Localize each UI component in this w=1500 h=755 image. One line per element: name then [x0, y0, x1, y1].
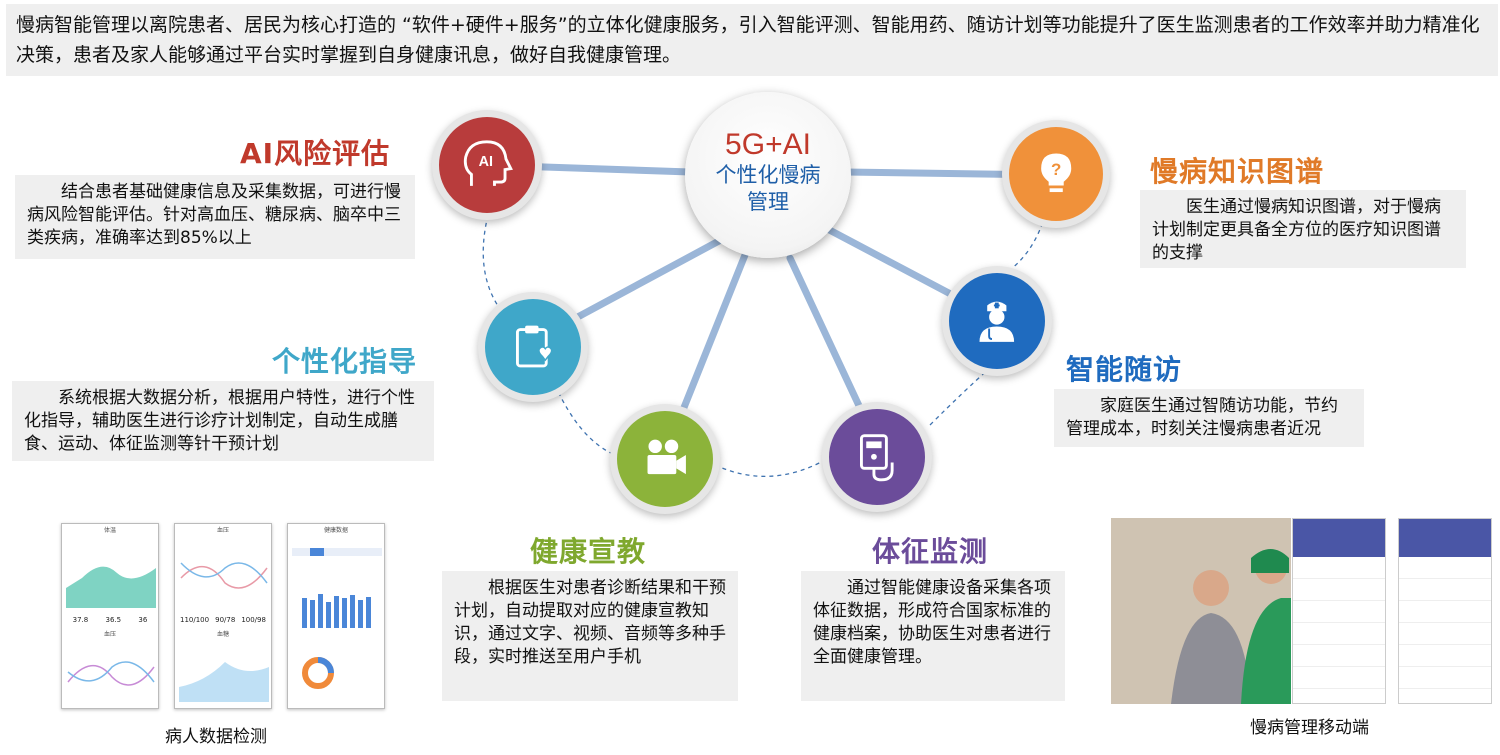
glucose-area-chart	[179, 662, 269, 702]
screen1-val-3: 36	[138, 616, 148, 624]
followup-desc: 家庭医生通过智随访功能，节约管理成本，时刻关注慢病患者近况	[1054, 389, 1364, 447]
guidance-title: 个性化指导	[272, 345, 418, 378]
temperature-area-chart	[66, 566, 156, 608]
monitor-node	[822, 402, 932, 512]
medical-device-icon	[860, 434, 894, 482]
doctor-icon	[979, 301, 1015, 343]
center-hub: 5G+AI 个性化慢病 管理	[685, 92, 851, 258]
ai-icon-text: AI	[479, 154, 493, 170]
screen1-title: 体温	[103, 527, 116, 534]
photo-illustration	[1111, 518, 1291, 704]
ai-risk-title: AI风险评估	[240, 137, 391, 170]
patient-data-screen-1: 体温 37.8 36.5 36 血压	[61, 523, 159, 709]
guidance-node	[478, 292, 588, 402]
svg-text:?: ?	[1051, 160, 1061, 179]
screen1-val-1: 37.8	[72, 616, 89, 624]
lightbulb-question-icon: ?	[1040, 153, 1072, 192]
screen3-title: 健康数据	[323, 527, 348, 534]
screen2-val-2: 90/78	[215, 616, 236, 624]
head-ai-icon: AI	[464, 140, 514, 187]
mobile-caption: 慢病管理移动端	[1250, 718, 1369, 738]
education-desc: 根据医生对患者诊断结果和干预计划，自动提取对应的健康宣教知识，通过文字、视频、音…	[442, 571, 738, 701]
patient-data-screen-3: 健康数据	[287, 523, 385, 709]
screen1-val-2: 36.5	[105, 616, 122, 624]
screen1-title2: 血压	[103, 631, 116, 638]
monitor-desc: 通过智能健康设备采集各项体征数据，形成符合国家标准的健康档案，协助医生对患者进行…	[801, 571, 1065, 701]
patient-data-caption: 病人数据检测	[165, 727, 267, 747]
education-title: 健康宣教	[530, 535, 647, 568]
clipboard-heart-icon	[516, 325, 553, 368]
center-line2: 个性化慢病	[715, 163, 821, 187]
ai-risk-node: AI	[432, 110, 542, 220]
patient-data-screen-2: 血压 110/100 90/78 100/98 血糖	[174, 523, 272, 709]
screen2-val-3: 100/98	[241, 616, 266, 624]
center-line3: 管理	[747, 190, 789, 214]
doctor-patient-photo	[1111, 518, 1291, 704]
monitor-title: 体征监测	[872, 535, 989, 568]
screen2-val-1: 110/100	[180, 616, 210, 624]
mobile-screen-1	[1292, 518, 1386, 704]
ai-risk-desc: 结合患者基础健康信息及采集数据，可进行慢病风险智能评估。针对高血压、糖尿病、脑卒…	[15, 175, 415, 259]
followup-node	[942, 266, 1052, 376]
screen2-title2: 血糖	[216, 631, 229, 638]
guidance-desc: 系统根据大数据分析，根据用户特性，进行个性化指导，辅助医生进行诊疗计划制定，自动…	[12, 381, 434, 461]
mobile-screen-2	[1398, 518, 1492, 704]
screen2-title: 血压	[216, 527, 229, 534]
education-node	[610, 404, 720, 514]
followup-title: 智能随访	[1066, 353, 1183, 386]
knowledge-desc: 医生通过慢病知识图谱，对于慢病计划制定更具备全方位的医疗知识图谱的支撑	[1140, 190, 1466, 268]
knowledge-node: ?	[1002, 120, 1110, 228]
intro-text: 慢病智能管理以离院患者、居民为核心打造的 “软件+硬件+服务”的立体化健康服务，…	[6, 4, 1498, 76]
bp-line-chart	[67, 661, 155, 686]
knowledge-title: 慢病知识图谱	[1150, 155, 1325, 188]
video-camera-icon	[647, 439, 687, 475]
center-line1: 5G+AI	[725, 128, 811, 161]
bp-trend-chart	[180, 562, 268, 589]
health-data-charts	[292, 548, 382, 689]
